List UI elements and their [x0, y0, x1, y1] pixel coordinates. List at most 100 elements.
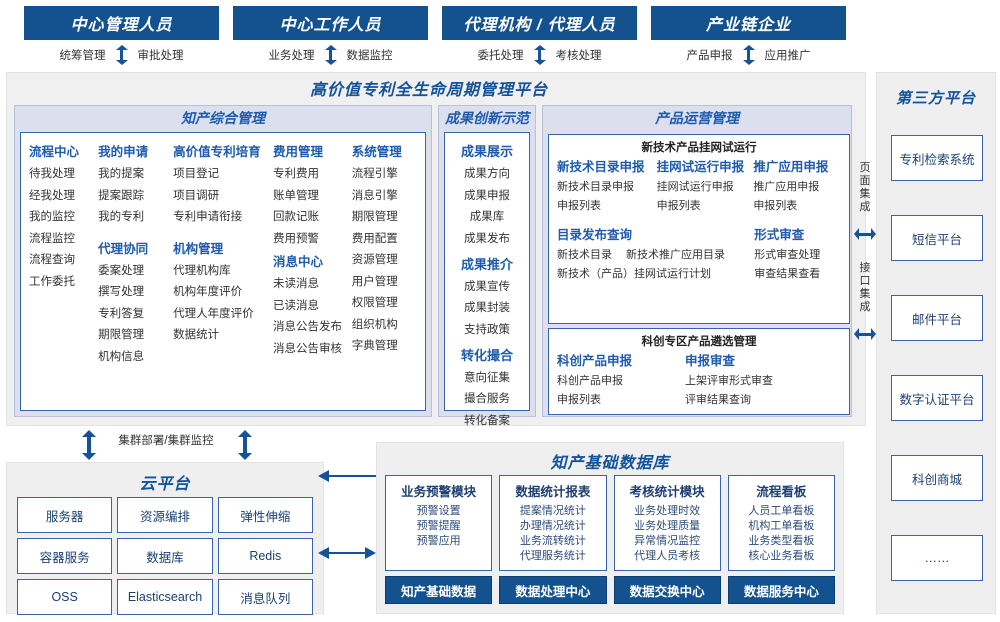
- menu-item[interactable]: 消息公告发布: [272, 321, 342, 333]
- menu-item[interactable]: 已读消息: [272, 299, 319, 312]
- menu-header[interactable]: 推广应用申报: [753, 160, 829, 174]
- menu-item[interactable]: 我的提案: [98, 168, 145, 180]
- menu-item[interactable]: 经我处理: [29, 189, 75, 202]
- menu-item[interactable]: 项目登记: [173, 168, 220, 180]
- menu-item[interactable]: 申报列表: [656, 200, 701, 212]
- menu-header[interactable]: 目录发布查询: [557, 228, 633, 242]
- third-party-digital-cert[interactable]: 数字认证平台: [891, 375, 983, 421]
- menu-header[interactable]: 系统管理: [351, 145, 402, 159]
- menu-item[interactable]: 支持政策: [464, 323, 510, 336]
- menu-item[interactable]: 费用预警: [272, 232, 319, 245]
- menu-item[interactable]: 新技术推广应用目录: [626, 249, 725, 261]
- menu-item[interactable]: 回款记账: [272, 211, 319, 223]
- db-card-item[interactable]: 预警应用: [416, 535, 461, 547]
- menu-header[interactable]: 流程中心: [29, 145, 80, 159]
- cloud-service-database[interactable]: 数据库: [117, 538, 213, 574]
- menu-header[interactable]: 代理协同: [98, 241, 149, 256]
- menu-item[interactable]: 申报列表: [557, 394, 601, 406]
- menu-item[interactable]: 转化备案: [464, 414, 510, 427]
- menu-header[interactable]: 高价值专利培育: [173, 145, 261, 159]
- menu-header[interactable]: 新技术目录申报: [557, 160, 645, 174]
- menu-item[interactable]: 推广应用申报: [753, 181, 820, 193]
- menu-item[interactable]: 评审结果查询: [685, 394, 751, 406]
- menu-item[interactable]: 流程监控: [29, 232, 75, 245]
- menu-item[interactable]: 挂网试运行申报: [656, 181, 734, 193]
- menu-item[interactable]: 费用配置: [351, 232, 398, 245]
- db-card-item[interactable]: 业务类型看板: [748, 535, 815, 547]
- menu-item[interactable]: 用户管理: [351, 275, 398, 288]
- menu-header[interactable]: 形式审查: [754, 228, 805, 242]
- menu-header[interactable]: 成果推介: [460, 256, 513, 272]
- db-card-item[interactable]: 提案情况统计: [519, 505, 586, 517]
- menu-item[interactable]: 申报列表: [753, 200, 798, 212]
- menu-item[interactable]: 代理机构库: [173, 264, 231, 277]
- menu-item[interactable]: 上架评审形式审查: [685, 375, 773, 387]
- menu-item[interactable]: 专利费用: [272, 168, 319, 180]
- cloud-service-autoscaling[interactable]: 弹性伸缩: [217, 497, 313, 533]
- menu-item[interactable]: 成果宣传: [464, 280, 510, 293]
- menu-item[interactable]: 未读消息: [272, 278, 319, 290]
- db-card-item[interactable]: 异常情况监控: [634, 535, 701, 547]
- menu-item[interactable]: 成果方向: [464, 168, 510, 180]
- menu-item[interactable]: 待我处理: [29, 168, 75, 180]
- menu-item[interactable]: 成果申报: [464, 189, 510, 202]
- menu-header[interactable]: 费用管理: [272, 145, 323, 159]
- third-party-sms[interactable]: 短信平台: [891, 215, 983, 261]
- menu-item[interactable]: 机构信息: [98, 350, 145, 363]
- cloud-service-orchestration[interactable]: 资源编排: [117, 497, 213, 533]
- db-card-item[interactable]: 业务处理时效: [634, 505, 701, 517]
- db-card-item[interactable]: 核心业务看板: [748, 550, 815, 562]
- menu-item[interactable]: 权限管理: [351, 297, 398, 309]
- actor-center-staff[interactable]: 中心工作人员: [233, 6, 428, 40]
- db-card-item[interactable]: 机构工单看板: [748, 520, 815, 532]
- third-party-patent-search[interactable]: 专利检索系统: [891, 135, 983, 181]
- menu-header[interactable]: 机构管理: [173, 241, 224, 256]
- cloud-service-container[interactable]: 容器服务: [17, 538, 113, 574]
- cloud-service-elasticsearch[interactable]: Elasticsearch: [117, 579, 213, 615]
- third-party-innovation-mall[interactable]: 科创商城: [891, 455, 983, 501]
- menu-header[interactable]: 我的申请: [98, 145, 149, 159]
- cloud-service-server[interactable]: 服务器: [17, 497, 113, 533]
- cloud-service-oss[interactable]: OSS: [17, 579, 113, 615]
- menu-item[interactable]: 资源管理: [351, 254, 398, 266]
- menu-item[interactable]: 成果库: [469, 211, 505, 223]
- menu-item[interactable]: 流程引擎: [351, 168, 398, 180]
- menu-item[interactable]: 工作委托: [29, 275, 75, 288]
- menu-item[interactable]: 申报列表: [557, 200, 601, 212]
- menu-header[interactable]: 申报审查: [685, 354, 736, 368]
- actor-agency[interactable]: 代理机构 / 代理人员: [442, 6, 637, 40]
- db-card-item[interactable]: 代理服务统计: [519, 550, 586, 562]
- menu-header[interactable]: 转化撮合: [460, 347, 513, 363]
- db-card-item[interactable]: 代理人员考核: [634, 550, 701, 562]
- menu-item[interactable]: 专利申请衔接: [173, 211, 243, 223]
- menu-item[interactable]: 科创产品申报: [557, 375, 623, 387]
- menu-item[interactable]: 组织机构: [351, 318, 398, 331]
- menu-item[interactable]: 撮合服务: [464, 393, 510, 405]
- db-footer-exchange-center[interactable]: 数据交换中心: [613, 576, 721, 604]
- menu-item[interactable]: 字典管理: [351, 340, 398, 352]
- third-party-email[interactable]: 邮件平台: [891, 295, 983, 341]
- menu-item[interactable]: 成果发布: [464, 232, 510, 245]
- menu-header[interactable]: 消息中心: [272, 255, 323, 269]
- actor-center-manager[interactable]: 中心管理人员: [24, 6, 219, 40]
- menu-item[interactable]: 专利答复: [98, 307, 145, 320]
- menu-item[interactable]: 提案跟踪: [98, 189, 145, 202]
- cloud-service-mq[interactable]: 消息队列: [217, 579, 313, 615]
- menu-item[interactable]: 代理人年度评价: [173, 307, 254, 320]
- db-card-item[interactable]: 人员工单看板: [748, 505, 815, 517]
- menu-item[interactable]: 期限管理: [351, 211, 398, 223]
- db-footer-processing-center[interactable]: 数据处理中心: [499, 576, 607, 604]
- db-card-item[interactable]: 预警设置: [416, 505, 461, 517]
- cloud-service-redis[interactable]: Redis: [217, 538, 313, 574]
- menu-item[interactable]: 流程查询: [29, 254, 75, 266]
- db-footer-basic-data[interactable]: 知产基础数据: [385, 576, 493, 604]
- menu-item[interactable]: 新技术目录: [557, 249, 612, 261]
- third-party-more[interactable]: ……: [891, 535, 983, 581]
- db-card-item[interactable]: 办理情况统计: [519, 520, 586, 532]
- menu-item[interactable]: 消息公告审核: [272, 342, 342, 355]
- db-card-item[interactable]: 业务流转统计: [519, 535, 586, 547]
- menu-item[interactable]: 委案处理: [98, 264, 145, 277]
- menu-item[interactable]: 形式审查处理: [754, 249, 821, 261]
- menu-item[interactable]: 撰写处理: [98, 286, 145, 298]
- menu-item[interactable]: 新技术目录申报: [557, 181, 634, 193]
